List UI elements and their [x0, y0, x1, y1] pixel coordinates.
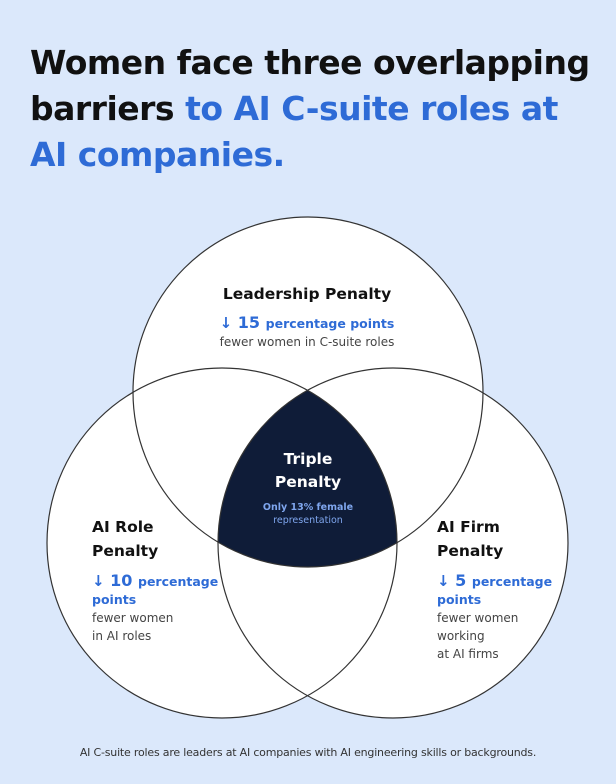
leadership-title: Leadership Penalty	[223, 285, 391, 303]
triple-intersection-clip	[218, 368, 397, 567]
venn-outlines	[46, 216, 569, 719]
leadership-value: 15	[238, 313, 260, 332]
ai-role-desc-line2: in AI roles	[92, 629, 151, 643]
leadership-penalty-group: Leadership Penalty ↓ 15 percentage point…	[220, 285, 395, 349]
down-arrow-icon: ↓	[220, 314, 233, 332]
ai-firm-penalty-group: AI Firm Penalty ↓ 5 percentage points fe…	[437, 518, 552, 661]
ai-role-desc-line1: fewer women	[92, 611, 173, 625]
headline-part1: Women face three overlapping barriers	[30, 43, 590, 128]
ai-firm-desc-line1: fewer women	[437, 611, 518, 625]
down-arrow-icon: ↓	[92, 572, 105, 590]
circle-ai-firm-outline	[217, 367, 569, 719]
ai-firm-desc-line2: working	[437, 629, 485, 643]
leadership-stat: ↓ 15 percentage points	[220, 313, 395, 332]
triple-note-line2: representation	[273, 515, 343, 526]
ai-firm-unit-line2: points	[437, 592, 481, 607]
headline-part2: to AI C-suite roles at AI companies.	[30, 89, 558, 174]
ai-role-unit-line2: points	[92, 592, 136, 607]
ai-role-penalty-group: AI Role Penalty ↓ 10 percentage points f…	[92, 518, 218, 643]
leadership-desc: fewer women in C-suite roles	[220, 335, 395, 349]
ai-firm-unit-line1: percentage	[472, 574, 552, 589]
leadership-unit: percentage points	[266, 316, 395, 331]
ai-role-value: 10	[110, 571, 132, 590]
triple-penalty-group: Triple Penalty Only 13% female represent…	[263, 450, 353, 526]
ai-role-unit-line1: percentage	[138, 574, 218, 589]
footnote: AI C-suite roles are leaders at AI compa…	[79, 746, 537, 759]
ai-role-title-line1: AI Role	[92, 518, 154, 536]
triple-title-line2: Penalty	[275, 473, 341, 491]
ai-firm-desc-line3: at AI firms	[437, 647, 499, 661]
triple-note-line1: Only 13% female	[263, 502, 353, 513]
down-arrow-icon: ↓	[437, 572, 450, 590]
ai-role-stat: ↓ 10 percentage	[92, 571, 218, 590]
circle-ai-role-outline	[46, 367, 398, 719]
ai-firm-stat: ↓ 5 percentage	[437, 571, 552, 590]
ai-firm-title-line1: AI Firm	[437, 518, 500, 536]
ai-firm-value: 5	[455, 571, 466, 590]
ai-firm-title-line2: Penalty	[437, 542, 503, 560]
triple-title-line1: Triple	[284, 450, 333, 468]
triple-intersection	[218, 368, 397, 567]
ai-role-title-line2: Penalty	[92, 542, 158, 560]
headline: Women face three overlapping barriers to…	[30, 40, 600, 178]
